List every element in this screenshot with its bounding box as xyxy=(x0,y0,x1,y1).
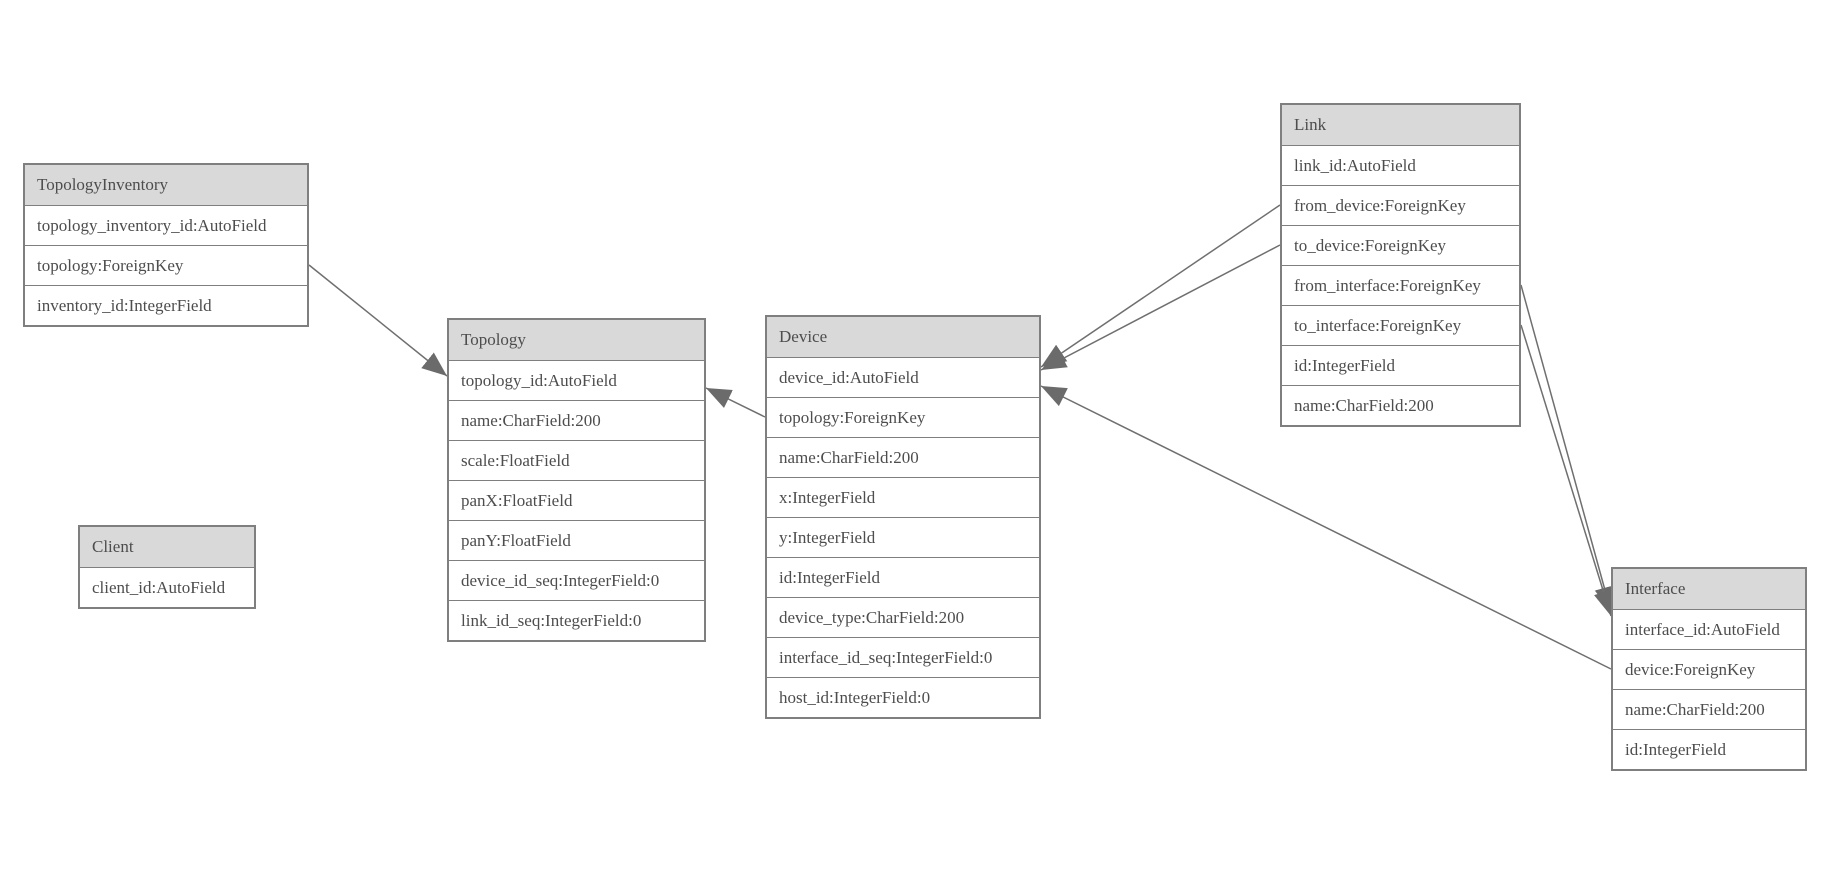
field-row: client_id:AutoField xyxy=(80,567,254,607)
field-row: topology_inventory_id:AutoField xyxy=(25,205,307,245)
field-row: device_type:CharField:200 xyxy=(767,597,1039,637)
entity-header: Link xyxy=(1282,105,1519,145)
relationship-line-interface-device xyxy=(1040,385,1612,670)
field-row: topology:ForeignKey xyxy=(25,245,307,285)
field-row: device_id:AutoField xyxy=(767,357,1039,397)
relationship-line-link-from_interface xyxy=(1520,284,1615,613)
entity-box-client: Client client_id:AutoField xyxy=(78,525,256,609)
field-row: name:CharField:200 xyxy=(767,437,1039,477)
entity-header: Client xyxy=(80,527,254,567)
field-row: panY:FloatField xyxy=(449,520,704,560)
field-row: device:ForeignKey xyxy=(1613,649,1805,689)
field-row: to_device:ForeignKey xyxy=(1282,225,1519,265)
field-row: y:IntegerField xyxy=(767,517,1039,557)
field-row: scale:FloatField xyxy=(449,440,704,480)
relationship-line-link-to_interface xyxy=(1520,324,1614,617)
field-row: topology:ForeignKey xyxy=(767,397,1039,437)
field-row: to_interface:ForeignKey xyxy=(1282,305,1519,345)
field-row: x:IntegerField xyxy=(767,477,1039,517)
field-row: link_id_seq:IntegerField:0 xyxy=(449,600,704,640)
field-row: link_id:AutoField xyxy=(1282,145,1519,185)
field-row: panX:FloatField xyxy=(449,480,704,520)
entity-header: Device xyxy=(767,317,1039,357)
field-row: name:CharField:200 xyxy=(1613,689,1805,729)
field-row: name:CharField:200 xyxy=(449,400,704,440)
relationship-line-link-from_device xyxy=(1040,204,1281,368)
field-row: inventory_id:IntegerField xyxy=(25,285,307,325)
relationship-line-topologyinventory-topology xyxy=(308,264,448,377)
field-row: topology_id:AutoField xyxy=(449,360,704,400)
field-row: id:IntegerField xyxy=(1613,729,1805,769)
relationship-line-device-topology xyxy=(705,387,766,418)
entity-box-topologyinventory: TopologyInventory topology_inventory_id:… xyxy=(23,163,309,327)
field-row: id:IntegerField xyxy=(1282,345,1519,385)
field-row: interface_id_seq:IntegerField:0 xyxy=(767,637,1039,677)
relationship-line-link-to_device xyxy=(1040,244,1281,371)
field-row: host_id:IntegerField:0 xyxy=(767,677,1039,717)
field-row: name:CharField:200 xyxy=(1282,385,1519,425)
field-row: from_interface:ForeignKey xyxy=(1282,265,1519,305)
relationship-edges xyxy=(308,204,1615,670)
field-row: interface_id:AutoField xyxy=(1613,609,1805,649)
field-row: device_id_seq:IntegerField:0 xyxy=(449,560,704,600)
field-row: from_device:ForeignKey xyxy=(1282,185,1519,225)
entity-header: Interface xyxy=(1613,569,1805,609)
entity-header: Topology xyxy=(449,320,704,360)
field-row: id:IntegerField xyxy=(767,557,1039,597)
entity-header: TopologyInventory xyxy=(25,165,307,205)
